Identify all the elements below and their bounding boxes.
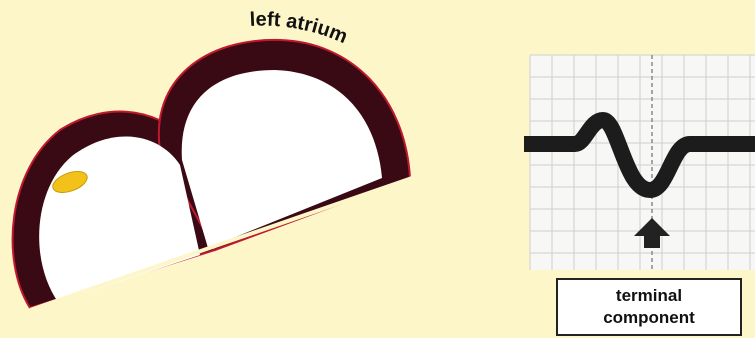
ecg-grid-background [530,55,755,270]
atria-illustration [13,40,412,310]
terminal-label-line1: terminal [616,285,682,307]
ecg-panel [524,55,755,270]
terminal-label-line2: component [603,307,695,329]
terminal-component-label: terminal component [556,278,742,336]
